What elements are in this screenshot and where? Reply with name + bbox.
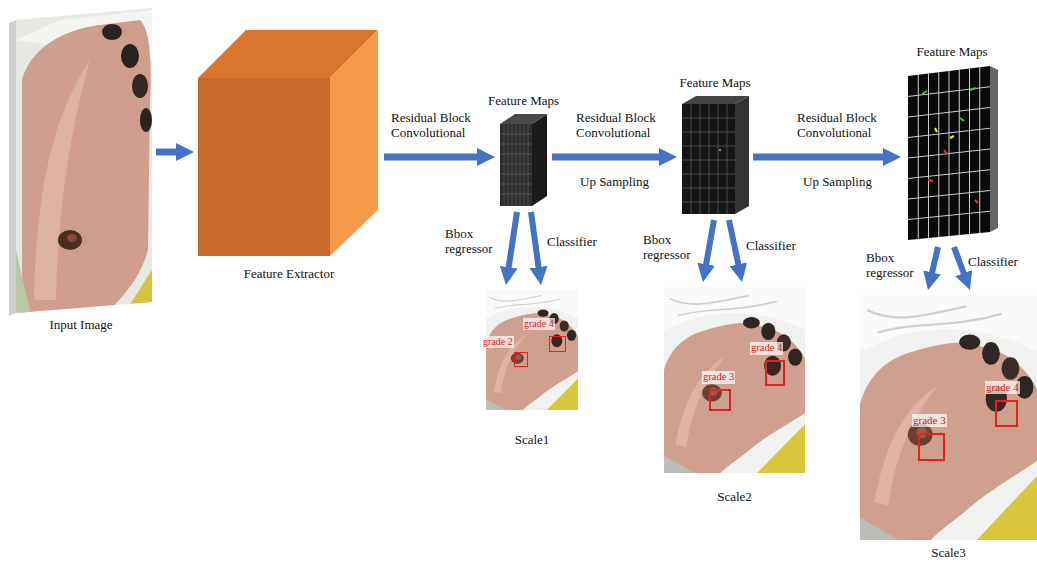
flow-arrow [552, 154, 665, 161]
arrow-label: Bbox regressor [866, 250, 922, 280]
map-heading: Feature Maps [916, 44, 987, 59]
flow-arrow [384, 154, 483, 161]
input-photo [9, 5, 155, 320]
flow-arrow [954, 247, 966, 279]
scale-caption: Scale3 [931, 545, 966, 560]
arrow-label: Residual Block Convolutional [576, 110, 668, 140]
detection-box: grade 3 [918, 433, 945, 461]
arrow-label: Classifier [547, 234, 597, 249]
grade-label: grade 3 [702, 371, 735, 384]
image-caption: Input Image [49, 317, 112, 332]
detection-box: grade 4 [765, 360, 785, 386]
scale-caption: Scale2 [717, 489, 752, 504]
scale-output: Scale3grade 3grade 4 [860, 295, 1037, 540]
scale-output: Scale1grade 2grade 4 [486, 290, 578, 410]
flow-arrow [531, 212, 539, 273]
flow-arrow [156, 149, 182, 156]
feature-map-small [500, 114, 547, 206]
detection-box: grade 2 [514, 352, 528, 367]
feature-map-large [908, 66, 998, 240]
map-heading: Feature Maps [679, 75, 750, 90]
map-heading: Feature Maps [488, 93, 559, 108]
grade-label: grade 4 [750, 342, 783, 355]
arrow-label: Residual Block Convolutional [391, 110, 483, 140]
scale-photos [486, 287, 1037, 540]
flow-arrow [753, 154, 889, 161]
flow-arrow [705, 220, 714, 270]
detection-box: grade 4 [549, 336, 566, 352]
scale-output: Scale2grade 3grade 4 [664, 287, 805, 473]
flow-arrow [508, 212, 517, 273]
detection-box: grade 3 [709, 389, 731, 411]
detection-box: grade 4 [995, 400, 1018, 427]
flow-arrow [931, 247, 938, 278]
step-label: Up Sampling [803, 174, 872, 189]
flow-arrow [729, 220, 740, 270]
arrow-label: Classifier [968, 254, 1018, 269]
step-label: Up Sampling [580, 174, 649, 189]
grade-label: grade 3 [912, 414, 947, 427]
feature-map: Feature Maps [905, 64, 999, 242]
grade-label: grade 4 [523, 318, 555, 330]
input-image: Input Image [10, 8, 152, 313]
grade-label: grade 4 [985, 381, 1020, 394]
scale-caption: Scale1 [515, 432, 550, 447]
feature-map-medium [682, 96, 749, 214]
extractor-cube [198, 30, 378, 256]
grade-label: grade 2 [482, 336, 514, 348]
feature-map: Feature Maps [499, 113, 548, 207]
arrow-label: Residual Block Convolutional [797, 110, 889, 140]
arrow-label: Bbox regressor [643, 232, 699, 262]
arrow-label: Classifier [746, 238, 796, 253]
block-label: Feature Extractor [244, 266, 335, 281]
feature-map: Feature Maps [681, 95, 749, 215]
feature-extractor: Feature Extractor [198, 28, 380, 258]
arrow-label: Bbox regressor [445, 226, 501, 256]
